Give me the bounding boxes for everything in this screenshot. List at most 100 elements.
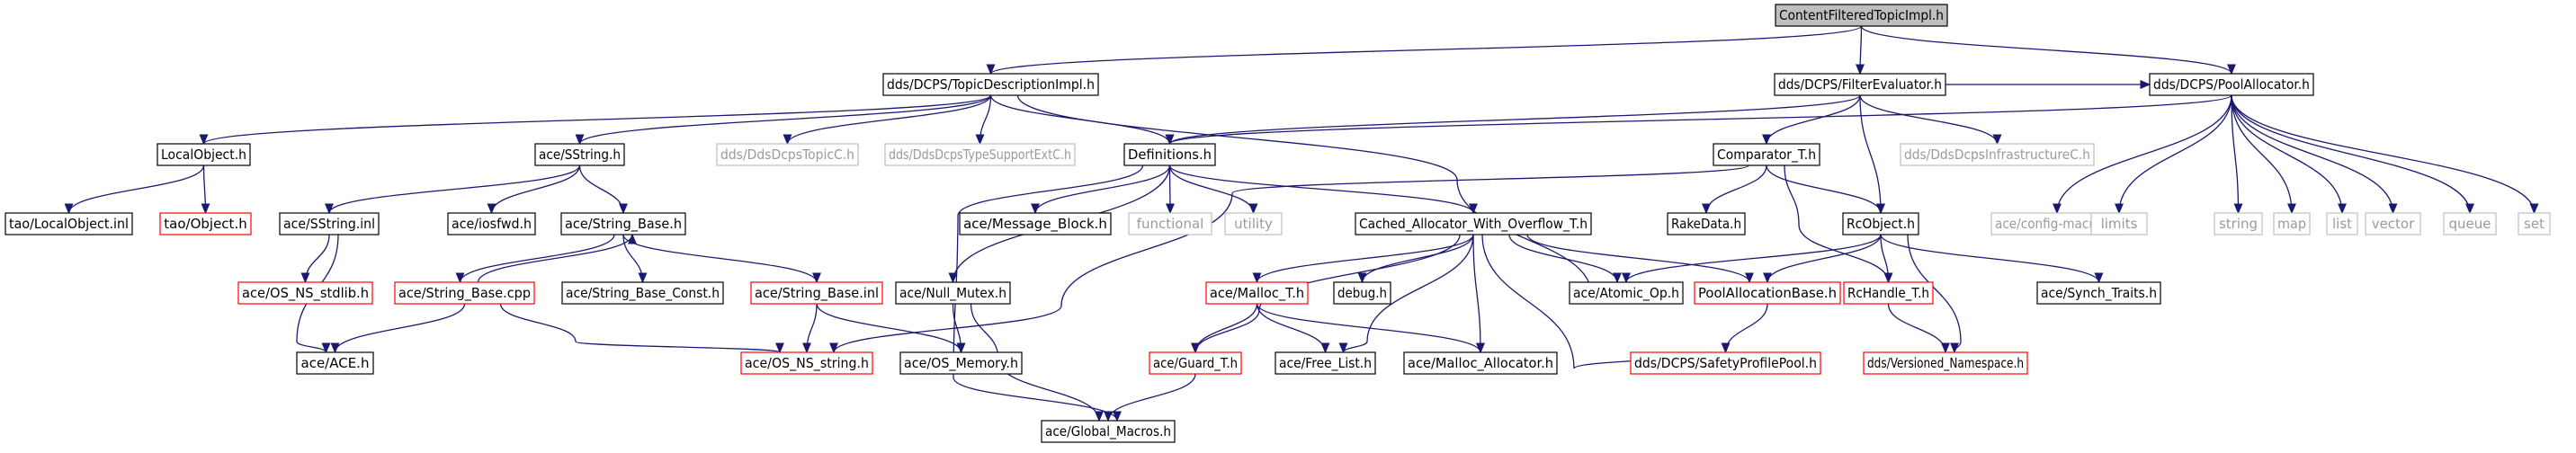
node-label: dds/Versioned_Namespace.h <box>1867 355 2024 372</box>
file-node-defs[interactable]: Definitions.h <box>1123 143 1216 166</box>
edge-arrowhead <box>1476 342 1485 354</box>
edge-sbinl-to-osstring <box>802 303 818 354</box>
file-node-malalloc[interactable]: ace/Malloc_Allocator.h <box>1403 351 1558 375</box>
edge-line <box>499 303 781 353</box>
file-node-tdi[interactable]: dds/DCPS/TopicDescriptionImpl.h <box>882 73 1099 96</box>
file-node-gmac[interactable]: ace/Global_Macros.h <box>1041 420 1176 443</box>
node-box <box>560 212 686 235</box>
file-node-osmem[interactable]: ace/OS_Memory.h <box>899 351 1023 375</box>
node-box <box>882 73 1099 96</box>
file-node-queue: queue <box>2443 212 2497 235</box>
file-node-freelist[interactable]: ace/Free_List.h <box>1275 351 1376 375</box>
file-node-comp[interactable]: Comparator_T.h <box>1713 143 1820 166</box>
node-box <box>2036 281 2161 305</box>
node-box <box>1863 351 2028 375</box>
edge-line <box>1767 234 1882 283</box>
file-node-pab[interactable]: PoolAllocationBase.h <box>1694 281 1841 305</box>
file-node-ace[interactable]: ace/ACE.h <box>296 351 374 375</box>
node-label: ace/OS_NS_stdlib.h <box>242 285 369 302</box>
edge-tdi-to-atomic <box>1016 94 1631 298</box>
file-node-rcobj[interactable]: RcObject.h <box>1842 212 1919 235</box>
edge-rcobj-to-rchandle <box>1880 234 1893 284</box>
edge-arrowhead <box>455 272 465 284</box>
node-label: ace/Message_Block.h <box>963 216 1107 233</box>
edge-line <box>202 94 992 145</box>
file-node-nullmx[interactable]: ace/Null_Mutex.h <box>895 281 1011 305</box>
node-box <box>1333 281 1391 305</box>
edge-arrowhead <box>986 64 996 76</box>
edge-line <box>304 234 330 283</box>
file-node-string: string <box>2214 212 2263 235</box>
file-node-tobj[interactable]: tao/Object.h <box>159 212 252 235</box>
file-node-rchandle[interactable]: RcHandle_T.h <box>1843 281 1934 305</box>
edge-comp-to-rake <box>1702 164 1767 215</box>
edge-arrowhead <box>956 342 966 354</box>
edge-arrowhead <box>1113 411 1122 422</box>
edge-pa-to-limits <box>2115 94 2232 215</box>
file-node-safety[interactable]: dds/DCPS/SafetyProfilePool.h <box>1630 351 1821 375</box>
edge-arrowhead <box>2094 272 2104 284</box>
file-node-iosfwd[interactable]: ace/iosfwd.h <box>447 212 536 235</box>
node-label: Cached_Allocator_With_Overflow_T.h <box>1359 216 1588 233</box>
file-node-atomic[interactable]: ace/Atomic_Op.h <box>1569 281 1684 305</box>
file-node-sbinl[interactable]: ace/String_Base.inl <box>750 281 883 305</box>
file-node-sbcpp[interactable]: ace/String_Base.cpp <box>394 281 535 305</box>
file-node-sbconst[interactable]: ace/String_Base_Const.h <box>561 281 724 305</box>
file-node-guard[interactable]: ace/Guard_T.h <box>1149 351 1242 375</box>
node-label: ace/Guard_T.h <box>1153 355 1238 372</box>
file-node-osstd[interactable]: ace/OS_NS_stdlib.h <box>237 281 373 305</box>
edge-pa-to-set <box>2231 94 2539 215</box>
edge-arrowhead <box>1622 272 1631 284</box>
file-node-rake[interactable]: RakeData.h <box>1667 212 1746 235</box>
file-node-vns[interactable]: dds/Versioned_Namespace.h <box>1863 351 2028 375</box>
node-label: dds/DdsDcpsTypeSupportExtC.h <box>889 147 1071 163</box>
node-label: ace/ACE.h <box>301 355 370 371</box>
file-node-ddstc: dds/DdsDcpsTopicC.h <box>716 143 859 166</box>
node-box <box>1667 212 1746 235</box>
edge-sbase-to-sbcpp <box>455 234 615 284</box>
file-node-root[interactable]: ContentFilteredTopicImpl.h <box>1775 4 1948 27</box>
edge-fe-to-pa <box>1945 80 2151 89</box>
edge-line <box>1016 94 1627 298</box>
edge-line <box>1766 94 1861 145</box>
edge-pab-to-safety <box>1721 303 1768 354</box>
edge-arrowhead <box>325 203 334 215</box>
node-box <box>2214 212 2263 235</box>
node-box <box>159 212 252 235</box>
file-node-msgblk[interactable]: ace/Message_Block.h <box>959 212 1112 235</box>
file-node-tloinl[interactable]: tao/LocalObject.inl <box>4 212 133 235</box>
edge-arrowhead <box>487 203 496 215</box>
file-node-cawo[interactable]: Cached_Allocator_With_Overflow_T.h <box>1355 212 1592 235</box>
edge-tdi-to-ddstc <box>783 94 992 146</box>
node-box <box>2326 212 2358 235</box>
edge-line <box>1526 234 1750 283</box>
node-label: list <box>2332 216 2352 232</box>
edge-arrowhead <box>783 134 792 146</box>
node-label: ace/String_Base.cpp <box>398 285 531 302</box>
edge-line <box>1168 94 2232 145</box>
node-label: ace/Malloc_Allocator.h <box>1408 355 1553 372</box>
node-box <box>2273 212 2311 235</box>
file-node-sstrinl[interactable]: ace/SString.inl <box>279 212 380 235</box>
edge-root-to-pa <box>1860 25 2236 76</box>
file-node-lo[interactable]: LocalObject.h <box>157 143 251 166</box>
edge-line <box>2231 94 2471 214</box>
edge-line <box>1859 94 1882 214</box>
file-node-debug[interactable]: debug.h <box>1333 281 1391 305</box>
file-node-sstr[interactable]: ace/SString.h <box>534 143 625 166</box>
file-node-osstring[interactable]: ace/OS_NS_string.h <box>740 351 873 375</box>
edge-line <box>1034 164 1171 214</box>
edge-line <box>1705 164 1767 214</box>
file-node-sbase[interactable]: ace/String_Base.h <box>560 212 686 235</box>
file-node-fe[interactable]: dds/DCPS/FilterEvaluator.h <box>1774 73 1946 96</box>
edge-arrowhead <box>2053 203 2062 215</box>
edge-rcobj-to-atomic <box>1622 234 1882 284</box>
node-label: functional <box>1137 216 1204 232</box>
node-box <box>2518 212 2551 235</box>
file-node-malloct[interactable]: ace/Malloc_T.h <box>1205 281 1309 305</box>
node-label: RakeData.h <box>1671 216 1741 232</box>
edge-cawo-to-pab <box>1526 234 1754 284</box>
file-node-pa[interactable]: dds/DCPS/PoolAllocator.h <box>2149 73 2314 96</box>
edge-cawo-to-malalloc <box>1472 234 1485 354</box>
file-node-synch[interactable]: ace/Synch_Traits.h <box>2036 281 2161 305</box>
